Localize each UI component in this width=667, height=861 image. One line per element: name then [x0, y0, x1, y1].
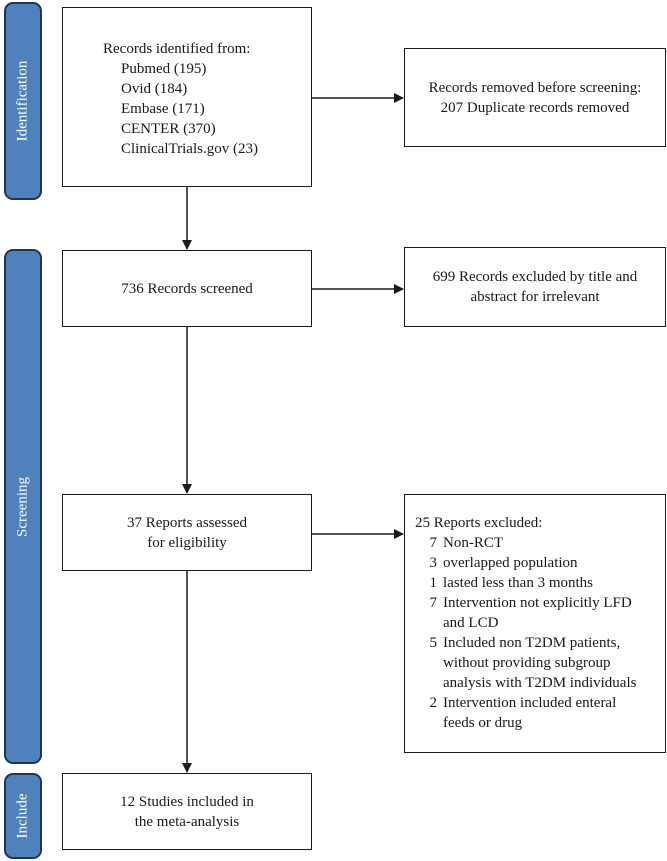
exclusion-count: 7	[429, 595, 438, 611]
reports-excluded-list: 7 Non-RCT 3 overlapped population 1 last…	[415, 533, 661, 733]
studies-included-line2: the meta-analysis	[134, 813, 240, 830]
exclusion-count: 3	[429, 555, 438, 571]
records-removed-line1: Records removed before screening:	[428, 79, 642, 96]
reports-assessed-line2: for eligibility	[147, 534, 227, 551]
exclusion-reason-line: feeds or drug	[443, 715, 523, 731]
exclusion-reason-line: Non-RCT	[443, 535, 503, 551]
exclusion-reason-line: analysis with T2DM individuals	[443, 675, 637, 691]
exclusion-reason: Intervention included enteral feeds or d…	[443, 693, 616, 733]
exclusion-item: 1 lasted less than 3 months	[423, 573, 661, 593]
exclusion-reason: overlapped population	[443, 553, 578, 573]
exclusion-reason-line: Intervention included enteral	[443, 695, 617, 711]
reports-assessed-box: 37 Reports assessed for eligibility	[62, 494, 312, 571]
studies-included-box: 12 Studies included in the meta-analysis	[62, 773, 312, 850]
studies-included-line1: 12 Studies included in	[120, 793, 254, 810]
records-excluded-box: 699 Records excluded by title and abstra…	[404, 247, 666, 327]
phase-include: Include	[4, 773, 42, 859]
records-screened-text: 736 Records screened	[121, 280, 253, 297]
records-removed-line2: 207 Duplicate records removed	[440, 99, 630, 116]
exclusion-reason: Intervention not explicitly LFD and LCD	[443, 593, 632, 633]
source-embase: Embase (171)	[121, 101, 205, 117]
phase-identification: Identification	[4, 2, 42, 200]
records-screened-box: 736 Records screened	[62, 250, 312, 327]
records-identified-box: Records identified from: Pubmed (195) Ov…	[62, 7, 312, 187]
reports-excluded-box: 25 Reports excluded: 7 Non-RCT 3 overlap…	[404, 494, 666, 753]
reports-assessed-line1: 37 Reports assessed	[127, 514, 247, 531]
reports-excluded-heading: 25 Reports excluded:	[415, 515, 543, 531]
phase-screening: Screening	[4, 249, 42, 764]
records-excluded-line1: 699 Records excluded by title and	[432, 269, 638, 285]
source-center: CENTER (370)	[121, 121, 216, 137]
source-pubmed: Pubmed (195)	[121, 61, 207, 77]
exclusion-reason-line: overlapped population	[443, 555, 578, 571]
exclusion-item: 5 Included non T2DM patients, without pr…	[423, 633, 661, 693]
exclusion-count: 1	[429, 575, 438, 591]
records-identified-heading: Records identified from:	[103, 41, 251, 57]
exclusion-reason-line: Included non T2DM patients,	[443, 635, 621, 651]
exclusion-count: 2	[429, 695, 438, 711]
exclusion-reason: lasted less than 3 months	[443, 573, 593, 593]
exclusion-reason-line: and LCD	[443, 615, 499, 631]
exclusion-item: 2 Intervention included enteral feeds or…	[423, 693, 661, 733]
records-removed-box: Records removed before screening: 207 Du…	[404, 48, 666, 147]
exclusion-reason-line: without providing subgroup	[443, 655, 611, 671]
exclusion-item: 3 overlapped population	[423, 553, 661, 573]
exclusion-reason-line: lasted less than 3 months	[443, 575, 593, 591]
exclusion-count: 5	[429, 635, 438, 651]
exclusion-reason: Non-RCT	[443, 533, 503, 553]
exclusion-item: 7 Non-RCT	[423, 533, 661, 553]
exclusion-item: 7 Intervention not explicitly LFD and LC…	[423, 593, 661, 633]
source-clinicaltrials: ClinicalTrials.gov (23)	[121, 141, 258, 157]
exclusion-reason: Included non T2DM patients, without prov…	[443, 633, 636, 693]
source-ovid: Ovid (184)	[121, 81, 188, 97]
exclusion-reason-line: Intervention not explicitly LFD	[443, 595, 632, 611]
records-excluded-line2: abstract for irrelevant	[470, 289, 600, 305]
exclusion-count: 7	[429, 535, 438, 551]
